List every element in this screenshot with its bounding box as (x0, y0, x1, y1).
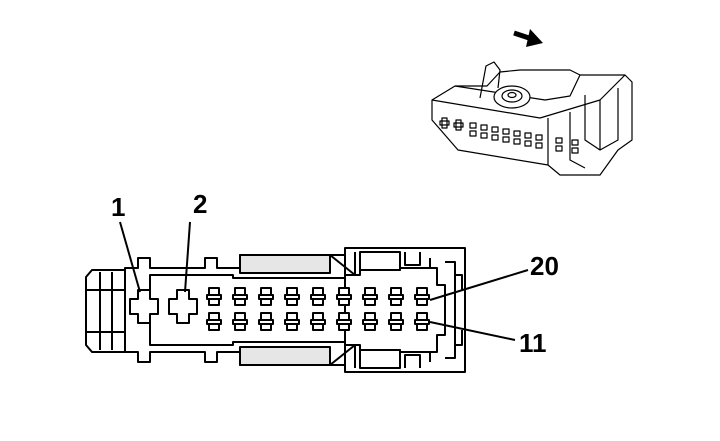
small-pin-cavity (258, 287, 274, 306)
small-pin-cavity (362, 287, 378, 306)
pin-cavity-1 (129, 289, 159, 324)
small-pin-cavity (258, 312, 274, 331)
callout-pin-2: 2 (193, 189, 207, 219)
callout-pin-20: 20 (530, 251, 559, 281)
pin-cavity-2 (168, 289, 198, 324)
small-pin-cavity (232, 312, 248, 331)
small-pin-cavity (232, 287, 248, 306)
small-pin-cavity (336, 287, 352, 306)
small-pin-cavity (388, 287, 404, 306)
small-pin-cavity (310, 312, 326, 331)
small-pin-cavity (388, 312, 404, 331)
callout-pin-1: 1 (111, 192, 125, 222)
callout-pin-11: 11 (519, 328, 547, 358)
leader-lines (119, 221, 529, 341)
connector-3d-view (431, 61, 633, 176)
small-pin-cavity (284, 312, 300, 331)
small-pin-cavity (414, 287, 430, 306)
small-pin-cavity (206, 312, 222, 331)
small-pin-grid (206, 287, 430, 331)
small-pin-cavity (362, 312, 378, 331)
left-latch (85, 269, 126, 353)
connector-face-view (85, 247, 466, 373)
small-pin-cavity (310, 287, 326, 306)
small-pin-cavity (336, 312, 352, 331)
small-pin-cavity (206, 287, 222, 306)
small-pin-cavity (414, 312, 430, 331)
small-pin-cavity (284, 287, 300, 306)
front-face-cavities (439, 117, 579, 154)
view-direction-arrow-icon (513, 29, 543, 47)
